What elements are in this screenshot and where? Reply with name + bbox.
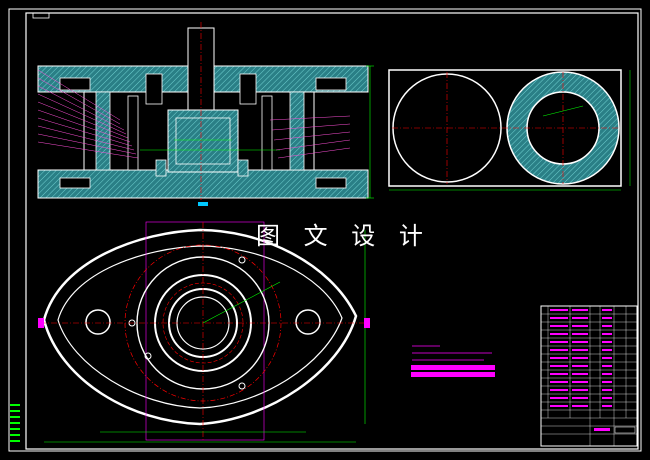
corner-tag	[32, 12, 50, 19]
side-view	[388, 69, 631, 191]
watermark-text: 图 文 设 计	[256, 222, 431, 250]
sheet-border	[8, 8, 642, 452]
edge-ruler	[10, 404, 20, 442]
notes-block	[411, 345, 495, 377]
title-block	[540, 305, 638, 447]
drawing-frame	[25, 12, 639, 450]
section-view	[37, 22, 374, 206]
plan-view	[38, 221, 370, 443]
